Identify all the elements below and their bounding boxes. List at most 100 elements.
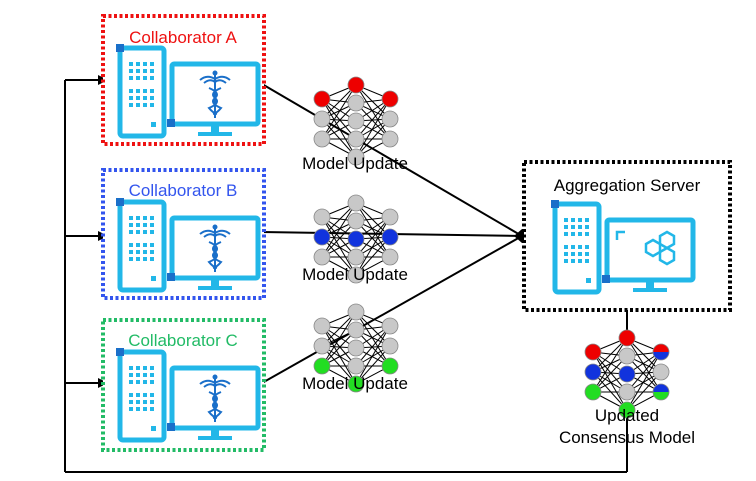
network-edge	[321, 325, 357, 385]
network-node-outline	[652, 383, 670, 401]
connector-lines	[64, 75, 628, 473]
network-edge	[626, 351, 662, 411]
model-update-network-b-icon	[313, 194, 399, 284]
network-edge	[355, 325, 391, 367]
network-node	[584, 363, 602, 381]
network-edge	[592, 351, 628, 411]
model-update-label-c: Model Update	[302, 374, 408, 393]
network-edge	[355, 216, 391, 276]
network-edge	[321, 216, 357, 258]
consensus-network-icon	[584, 329, 670, 419]
network-node	[347, 321, 365, 339]
collaborator-b: Collaborator B	[101, 168, 266, 300]
network-edge	[626, 337, 662, 393]
collaborator-b-label: Collaborator B	[129, 181, 238, 200]
network-edge	[592, 371, 628, 411]
network-node	[347, 94, 365, 112]
network-node	[347, 112, 365, 130]
network-node	[347, 212, 365, 230]
network-edge	[355, 216, 391, 258]
network-edge	[321, 345, 357, 385]
network-node	[584, 383, 602, 401]
network-node	[347, 230, 365, 248]
network-node	[313, 208, 331, 226]
network-node	[618, 347, 636, 365]
network-node	[347, 248, 365, 266]
network-node	[313, 110, 331, 128]
network-node	[381, 130, 399, 148]
network-node-half	[653, 352, 669, 360]
network-edge	[626, 351, 662, 393]
network-edge	[355, 202, 391, 258]
network-edge	[355, 84, 391, 140]
network-edge	[355, 98, 391, 158]
consensus-label-line1: Updated	[595, 406, 659, 425]
model-update-label-a: Model Update	[302, 154, 408, 173]
network-edge	[321, 118, 357, 158]
network-edge	[355, 311, 391, 367]
network-node	[381, 208, 399, 226]
network-node	[313, 90, 331, 108]
collaborator-a: Collaborator A	[101, 14, 266, 146]
network-node	[347, 375, 365, 393]
line-a-to-server	[261, 83, 523, 237]
network-edge	[321, 216, 357, 276]
network-node	[618, 383, 636, 401]
network-node	[347, 130, 365, 148]
network-node-half	[653, 344, 669, 352]
network-node-half	[653, 384, 669, 392]
network-edge	[355, 98, 391, 140]
network-edge	[355, 345, 391, 385]
model-update-label-b: Model Update	[302, 265, 408, 284]
network-node	[381, 248, 399, 266]
aggregation-server: Aggregation Server	[522, 160, 732, 312]
network-node	[381, 317, 399, 335]
network-edge	[355, 325, 391, 385]
network-node	[313, 130, 331, 148]
network-node	[347, 266, 365, 284]
network-node	[381, 357, 399, 375]
network-node	[313, 337, 331, 355]
network-node	[618, 365, 636, 383]
network-node	[652, 363, 670, 381]
line-c-to-server	[261, 235, 523, 384]
network-node	[347, 357, 365, 375]
network-node	[313, 248, 331, 266]
network-edge	[321, 98, 357, 140]
network-node	[347, 76, 365, 94]
network-node	[313, 317, 331, 335]
network-node	[381, 337, 399, 355]
collaborator-a-label: Collaborator A	[129, 28, 237, 47]
collaborator-c: Collaborator C	[101, 318, 266, 452]
network-node	[381, 110, 399, 128]
aggregation-server-label: Aggregation Server	[554, 176, 701, 195]
network-node	[584, 343, 602, 361]
model-update-network-a-icon	[313, 76, 399, 166]
network-node	[313, 228, 331, 246]
network-edge	[321, 236, 357, 276]
network-edge	[355, 236, 391, 276]
network-node	[618, 401, 636, 419]
network-node	[347, 194, 365, 212]
network-edge	[321, 325, 357, 367]
network-node	[313, 357, 331, 375]
model-update-network-c-icon	[313, 303, 399, 393]
network-edge	[321, 98, 357, 158]
network-edge	[592, 351, 628, 393]
network-node	[347, 303, 365, 321]
network-edge	[626, 371, 662, 411]
network-node-outline	[652, 343, 670, 361]
network-node	[347, 148, 365, 166]
network-node	[381, 90, 399, 108]
network-edge	[321, 311, 357, 367]
network-edge	[321, 84, 357, 140]
network-node	[381, 228, 399, 246]
network-node	[618, 329, 636, 347]
network-edge	[321, 202, 357, 258]
collaborator-c-label: Collaborator C	[128, 331, 238, 350]
network-node-half	[653, 392, 669, 400]
network-edge	[355, 118, 391, 158]
network-edge	[592, 337, 628, 393]
consensus-label-line2: Consensus Model	[559, 428, 695, 447]
